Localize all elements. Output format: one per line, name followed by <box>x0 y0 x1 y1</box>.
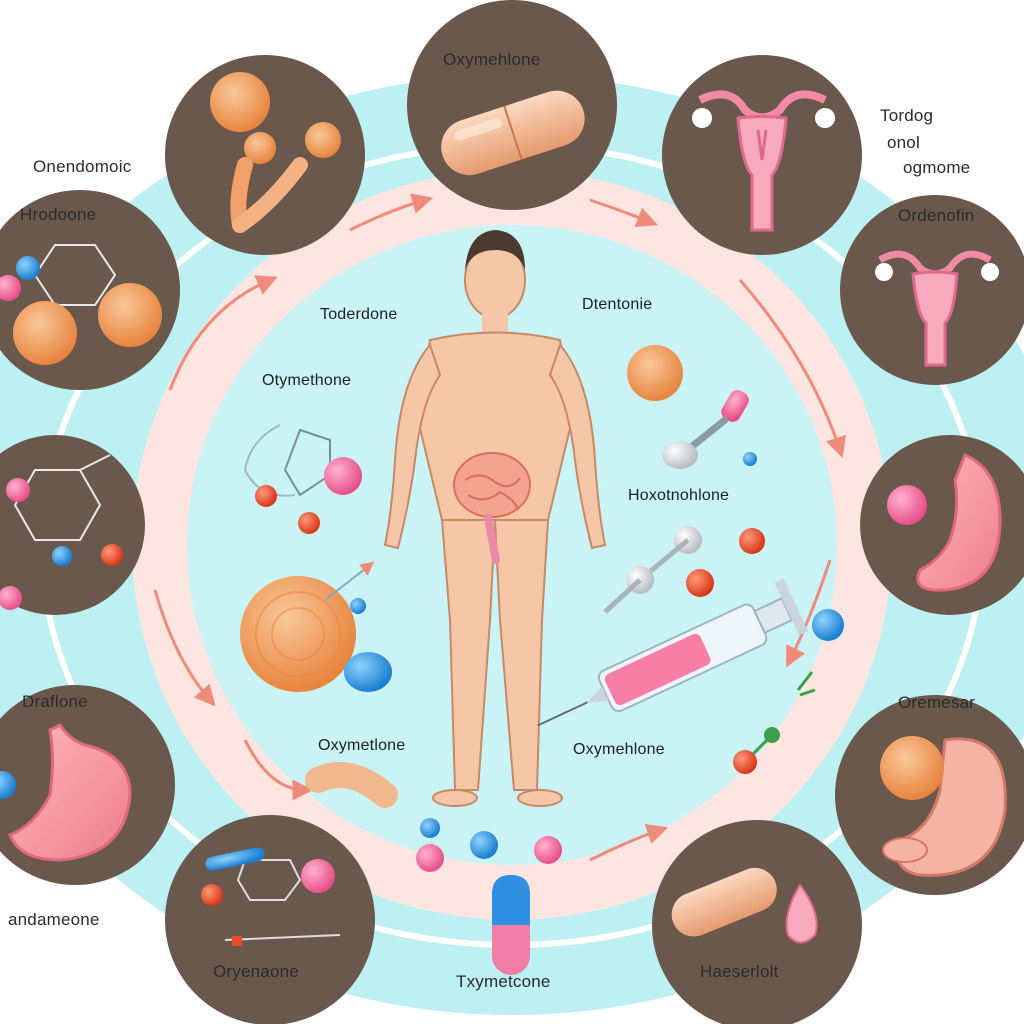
label-inner-top-right: Dtentonie <box>582 296 653 313</box>
stomach-icon <box>860 435 1024 615</box>
label-top-right-2: onol <box>887 133 920 152</box>
label-top-right-1: Tordog <box>880 106 934 125</box>
molecule-icon <box>416 818 562 872</box>
label-top: Oxymehlone <box>443 50 541 69</box>
capsule-icon <box>407 0 617 210</box>
uterus-icon <box>840 195 1024 385</box>
label-top-left: Onendomoic <box>33 157 132 176</box>
label-bottom: Txymetcone <box>456 972 551 991</box>
molecule-icon <box>603 345 765 614</box>
label-inner-right: Hoxotnohlone <box>628 487 730 504</box>
label-inner-bottom-left: Oxymetlone <box>318 737 406 754</box>
label-bottom-left-circle: Oryenaone <box>213 962 299 981</box>
uterus-icon <box>662 55 862 255</box>
ball-joint-icon <box>165 55 365 255</box>
cycle-arrows <box>153 193 846 862</box>
molecule-icon <box>0 190 180 390</box>
label-inner-top-left: Toderdone <box>320 306 398 323</box>
capsule-icon <box>492 875 530 975</box>
syringe-icon <box>537 578 809 727</box>
molecule-icon <box>0 435 145 615</box>
molecule-icon <box>733 609 844 774</box>
molecule-icon <box>243 424 362 534</box>
molecule-icon <box>165 815 375 1024</box>
label-bottom-right: Haeserlolt <box>700 962 779 981</box>
label-inner-bottom-right: Oxymehlone <box>573 741 665 758</box>
stomach-icon <box>0 685 175 885</box>
liver-icon <box>835 695 1024 895</box>
pointer-arrow <box>324 561 375 601</box>
capsule-icon <box>305 762 398 808</box>
label-left-lower: Draflone <box>22 692 88 711</box>
label-top-right-3: ogmome <box>903 158 971 177</box>
label-left-upper: Hrodoone <box>20 205 97 224</box>
label-inner-left: Otymethone <box>262 372 352 389</box>
label-right-lower: Oremesar <box>898 693 976 712</box>
ball-joint-icon <box>240 576 392 692</box>
label-right-upper: Ordenofin <box>898 206 975 225</box>
capsule-drop-icon <box>652 820 862 1024</box>
label-bottom-left: andameone <box>8 910 100 929</box>
body-icon <box>383 230 607 807</box>
